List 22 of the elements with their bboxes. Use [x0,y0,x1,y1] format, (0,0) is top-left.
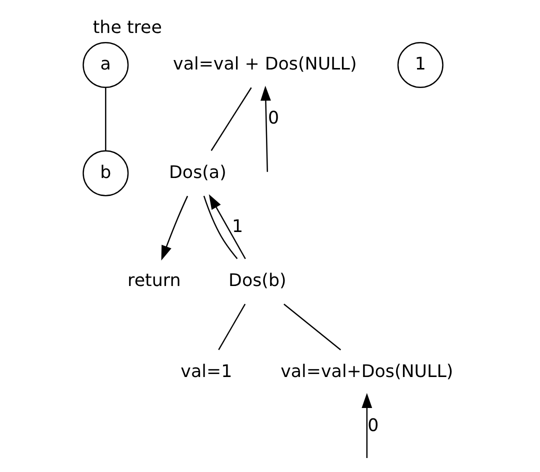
diagram-title: the tree [92,17,162,38]
arrow [208,194,246,259]
connector [104,87,106,150]
edge-label: 0 [367,416,378,436]
node-text: val=val+Dos(NULL) [280,361,453,382]
connector [283,303,341,350]
node-circle: b [82,150,128,196]
connector [202,195,238,259]
node-text: val=1 [180,361,232,382]
node-circle: a [82,41,128,88]
node-text: Dos(b) [228,270,286,291]
node-text: Dos(a) [168,162,226,182]
node-circle: 1 [396,41,443,88]
connector [210,86,252,150]
arrow [160,195,188,260]
node-text: val=val + Dos(NULL) [172,54,356,74]
edge-label: 0 [268,108,279,128]
arrow [361,392,372,458]
connector [218,303,246,350]
edge-label: 1 [231,216,243,236]
arrow [260,85,270,172]
node-text: return [127,270,180,291]
